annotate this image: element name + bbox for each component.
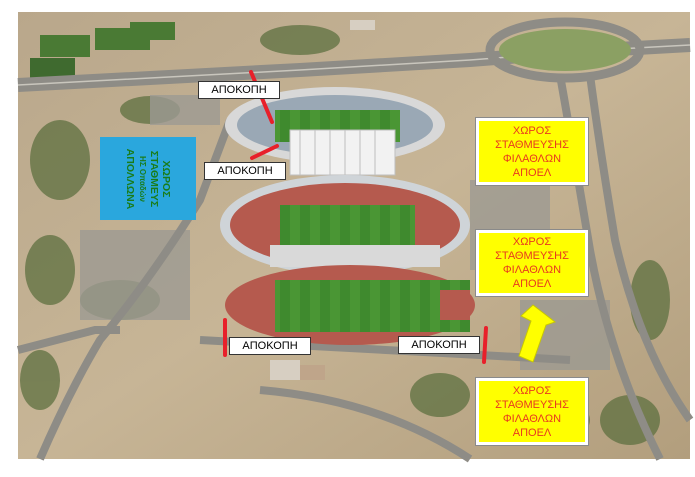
apollon-parking-line: ΑΠΟΛΛΩΝΑ (124, 148, 136, 209)
closure-label: ΑΠΟΚΟΠΗ (198, 81, 280, 99)
apoel-parking-line: ΣΤΑΘΜΕΥΣΗΣ (495, 250, 569, 262)
apoel-parking-box: ΧΩΡΟΣ ΣΤΑΘΜΕΥΣΗΣ ΦΙΛΑΘΛΩΝ ΑΠΟΕΛ (475, 229, 589, 297)
closure-bar (250, 144, 279, 160)
roundabout (485, 17, 645, 83)
apoel-parking-line: ΣΤΑΘΜΕΥΣΗΣ (495, 398, 569, 411)
stadium-top (225, 87, 445, 176)
apollon-parking-line: ΗΣ Οπαδών (138, 155, 147, 202)
apollon-parking-text: ΧΩΡΟΣ ΣΤΑΘΜΕΥΣ ΗΣ Οπαδών ΑΠΟΛΛΩΝΑ (124, 140, 172, 218)
stadium-bottom (225, 265, 475, 345)
apoel-parking-line: ΧΩΡΟΣ (512, 124, 552, 137)
apoel-parking-line: ΣΤΑΘΜΕΥΣΗΣ (495, 138, 569, 151)
apollon-parking-box: ΧΩΡΟΣ ΣΤΑΘΜΕΥΣ ΗΣ Οπαδών ΑΠΟΛΛΩΝΑ (100, 137, 196, 220)
apoel-parking-box: ΧΩΡΟΣ ΣΤΑΘΜΕΥΣΗΣ ΦΙΛΑΘΛΩΝ ΑΠΟΕΛ (475, 117, 589, 186)
training-pitches (30, 22, 175, 78)
closure-label: ΑΠΟΚΟΠΗ (204, 162, 286, 180)
apoel-parking-line: ΧΩΡΟΣ (512, 236, 552, 248)
closure-label: ΑΠΟΚΟΠΗ (229, 337, 311, 355)
apoel-parking-line: ΑΠΟΕΛ (512, 278, 552, 290)
apoel-parking-box: ΧΩΡΟΣ ΣΤΑΘΜΕΥΣΗΣ ΦΙΛΑΘΛΩΝ ΑΠΟΕΛ (475, 377, 589, 446)
apoel-parking-line: ΦΙΛΑΘΛΩΝ (502, 264, 562, 276)
apoel-parking-line: ΦΙΛΑΘΛΩΝ (502, 412, 562, 425)
arrow-icon (518, 304, 557, 363)
apoel-parking-line: ΑΠΟΕΛ (512, 426, 552, 439)
buildings (270, 20, 375, 380)
stadium-middle (220, 175, 470, 275)
apoel-parking-line: ΦΙΛΑΘΛΩΝ (502, 152, 562, 165)
closure-label: ΑΠΟΚΟΠΗ (398, 336, 480, 354)
apollon-parking-line: ΧΩΡΟΣ (160, 160, 172, 197)
apoel-parking-line: ΑΠΟΕΛ (512, 166, 552, 179)
closure-bar (482, 326, 488, 364)
apoel-parking-line: ΧΩΡΟΣ (512, 384, 552, 397)
apollon-parking-line: ΣΤΑΘΜΕΥΣ (148, 150, 160, 207)
